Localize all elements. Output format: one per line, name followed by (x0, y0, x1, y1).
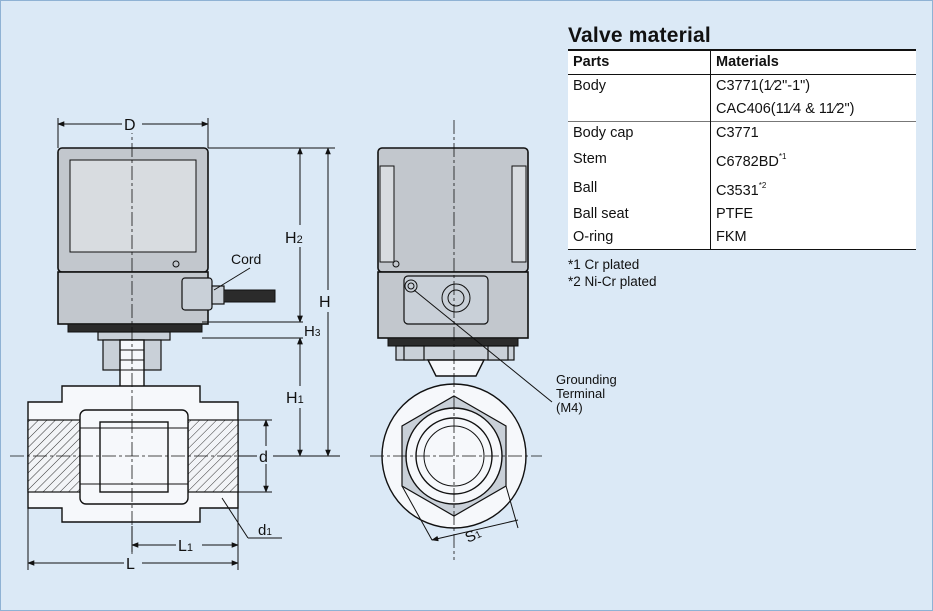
footnotes: *1 Cr plated *2 Ni-Cr plated (568, 256, 924, 290)
cord-label: Cord (231, 251, 261, 267)
svg-text:L1: L1 (178, 538, 193, 555)
material-cell: FKM (710, 226, 916, 250)
part-cell (568, 98, 711, 122)
side-mounting-plate (387, 337, 519, 347)
valve-material-panel: Valve material Parts Materials Body C377… (568, 24, 924, 290)
front-view: D H2 H H3 H1 d d1 L1 (10, 115, 340, 573)
side-view: S1 Grounding Terminal (M4) (370, 120, 617, 560)
mounting-plate (67, 323, 203, 333)
table-row: Stem C6782BD*1 (568, 145, 916, 174)
dim-s1-sub: 1 (474, 529, 484, 542)
grounding-label-2: Terminal (556, 386, 605, 401)
ground-screw-icon (404, 279, 418, 293)
table-header-row: Parts Materials (568, 49, 916, 75)
materials-table: Parts Materials Body C3771(1⁄2"-1") CAC4… (568, 49, 916, 250)
grounding-boss (403, 275, 489, 325)
material-cell: C6782BD*1 (716, 152, 787, 170)
footnote-1: *1 Cr plated (568, 257, 640, 272)
screw-icon (392, 260, 400, 268)
table-row: Body cap C3771 (568, 121, 916, 145)
table-row: Ball C3531*2 (568, 174, 916, 203)
dim-d1-label: d (258, 522, 266, 539)
part-cell: O-ring (568, 226, 711, 250)
dim-l1-label: L (178, 538, 187, 555)
dim-h3-label: H (304, 323, 315, 340)
svg-text:H3: H3 (304, 323, 321, 340)
part-cell: Body cap (568, 121, 711, 145)
table-row: Body C3771(1⁄2"-1") (568, 74, 916, 98)
cord-entry-circle (441, 283, 471, 313)
screw-icon (172, 260, 180, 268)
svg-text:d1: d1 (258, 522, 272, 539)
dim-l1-sub: 1 (187, 542, 193, 554)
dim-h1-sub: 1 (298, 394, 304, 406)
dim-h2-sub: 2 (297, 234, 303, 246)
header-materials: Materials (710, 49, 916, 75)
dim-d-label: D (124, 117, 136, 134)
part-cell: Stem (568, 145, 711, 174)
dim-h1-label: H (286, 390, 298, 407)
part-cell: Body (568, 74, 711, 98)
material-cell: CAC406(11⁄4 & 11⁄2") (716, 101, 855, 117)
dim-l-label: L (126, 556, 135, 573)
cord-gland (211, 285, 225, 305)
dim-h-label: H (319, 294, 331, 311)
dim-h3-sub: 3 (315, 328, 321, 339)
material-cell: C3531*2 (716, 181, 767, 199)
actuator-cover-panel (69, 159, 197, 253)
footnote-marker: *1 (778, 152, 787, 161)
svg-text:H1: H1 (286, 390, 304, 407)
header-parts: Parts (568, 49, 711, 75)
bracket (97, 331, 171, 341)
material-cell: C3771(1⁄2"-1") (716, 78, 811, 94)
cord-connector (181, 277, 213, 311)
svg-text:H2: H2 (285, 230, 303, 247)
part-cell: Ball seat (568, 203, 711, 226)
footnote-2: *2 Ni-Cr plated (568, 274, 657, 289)
cord-cable (224, 289, 276, 303)
svg-text:S1: S1 (463, 524, 485, 546)
dim-d1-sub: 1 (266, 527, 272, 538)
material-cell: PTFE (716, 206, 754, 222)
table-row: CAC406(11⁄4 & 11⁄2") (568, 98, 916, 122)
part-cell: Ball (568, 174, 711, 203)
dim-d-small-label: d (259, 449, 268, 466)
footnote-marker: *2 (758, 181, 767, 190)
grounding-label-1: Grounding (556, 372, 617, 387)
actuator-housing-side (377, 147, 529, 273)
grounding-label-3: (M4) (556, 400, 583, 415)
table-row: O-ring FKM (568, 226, 916, 250)
material-cell: C3771 (710, 121, 916, 145)
dim-h2-label: H (285, 230, 297, 247)
table-title: Valve material (568, 24, 711, 47)
table-row: Ball seat PTFE (568, 203, 916, 226)
